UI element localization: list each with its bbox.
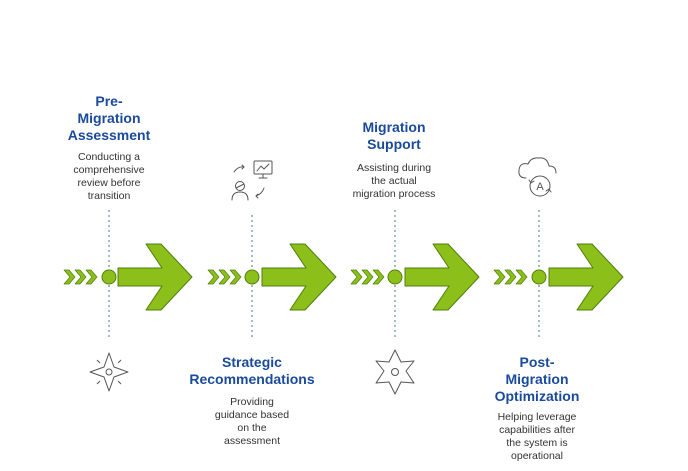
step-1-description: Conducting a comprehensive review before… [73, 151, 145, 202]
step-2-node [244, 269, 260, 285]
step-4-small-chevrons [493, 269, 528, 285]
step-1-title: Pre- Migration Assessment [67, 93, 151, 143]
step-2-description: Providing guidance based on the assessme… [214, 396, 290, 447]
step-1-small-chevrons [63, 269, 98, 285]
step-3-big-arrow [404, 243, 480, 311]
step-2-big-arrow [261, 243, 337, 311]
step-3-small-chevrons [350, 269, 385, 285]
step-4-big-arrow [548, 243, 624, 311]
step-2-flow [207, 215, 337, 340]
compass-icon [375, 349, 415, 395]
step-3-node [387, 269, 403, 285]
svg-text:A: A [536, 181, 544, 193]
cloud-sync-icon: A [518, 157, 557, 197]
step-1-big-arrow [117, 243, 193, 311]
compass-icon [89, 352, 129, 392]
step-3-title: Migration Support [362, 119, 426, 152]
strategy-icon [231, 160, 273, 201]
step-4-flow [493, 210, 624, 340]
step-1-node [101, 269, 117, 285]
step-4-node [531, 269, 547, 285]
step-3-description: Assisting during the actual migration pr… [352, 162, 436, 200]
step-2-small-chevrons [207, 269, 242, 285]
step-1-flow [63, 210, 193, 340]
step-4-description: Helping leverage capabilities after the … [497, 411, 577, 462]
step-4-title: Post- Migration Optimization [494, 354, 580, 404]
step-3-flow [350, 210, 480, 340]
step-2-title: Strategic Recommendations [189, 354, 315, 387]
